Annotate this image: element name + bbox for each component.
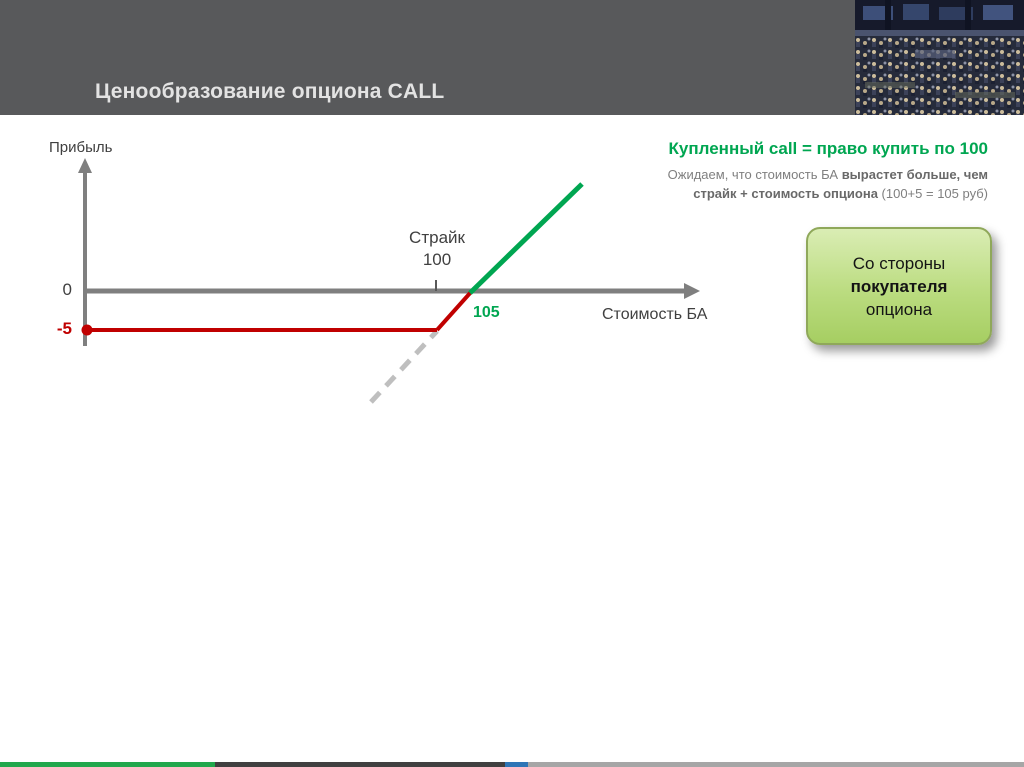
annotation-line2-normal: Ожидаем, что стоимость БА [667, 167, 842, 182]
y-axis-label: Прибыль [49, 139, 113, 156]
annotation-block: Купленный call = право купить по 100 Ожи… [518, 139, 988, 203]
footer-segment-gray [528, 762, 1024, 767]
trading-floor-photo [855, 0, 1024, 115]
annotation-title: Купленный call = право купить по 100 [668, 139, 988, 158]
footer-segment-blue [505, 762, 528, 767]
y-axis-arrow [78, 158, 92, 173]
annotation-line3-bold: страйк + стоимость опциона [693, 186, 878, 201]
buyer-side-box-line1: Со стороны [852, 253, 946, 273]
premium-label: -5 [56, 319, 72, 338]
page-title: Ценообразование опциона CALL [95, 80, 445, 103]
zero-label: 0 [62, 280, 72, 299]
footer-segment-dark [215, 762, 505, 767]
loss-to-breakeven-line [435, 290, 473, 332]
annotation-line3: страйк + стоимость опциона (100+5 = 105 … [518, 184, 988, 203]
x-axis-label: Стоимость БА [602, 306, 708, 323]
buyer-side-box: Со стороны покупателя опциона [806, 227, 992, 345]
buyer-side-box-line3: опциона [865, 299, 933, 319]
intrinsic-dashed-line [369, 329, 439, 404]
footer-segment-green [0, 762, 215, 767]
buyer-side-box-line2: покупателя [850, 276, 948, 296]
annotation-line2-bold: вырастет больше, чем [841, 167, 988, 182]
premium-dot [81, 324, 93, 336]
footer-bar [0, 762, 1024, 767]
header-bar: Ценообразование опциона CALL [0, 0, 1024, 115]
strike-value-label: 100 [422, 250, 452, 269]
x-axis-arrow [684, 283, 700, 299]
strike-label: Страйк [409, 228, 465, 247]
annotation-line2: Ожидаем, что стоимость БА вырастет больш… [518, 165, 988, 184]
breakeven-label: 105 [473, 304, 500, 321]
trading-floor-photo-art [855, 0, 1024, 115]
annotation-line3-normal: (100+5 = 105 руб) [877, 186, 988, 201]
